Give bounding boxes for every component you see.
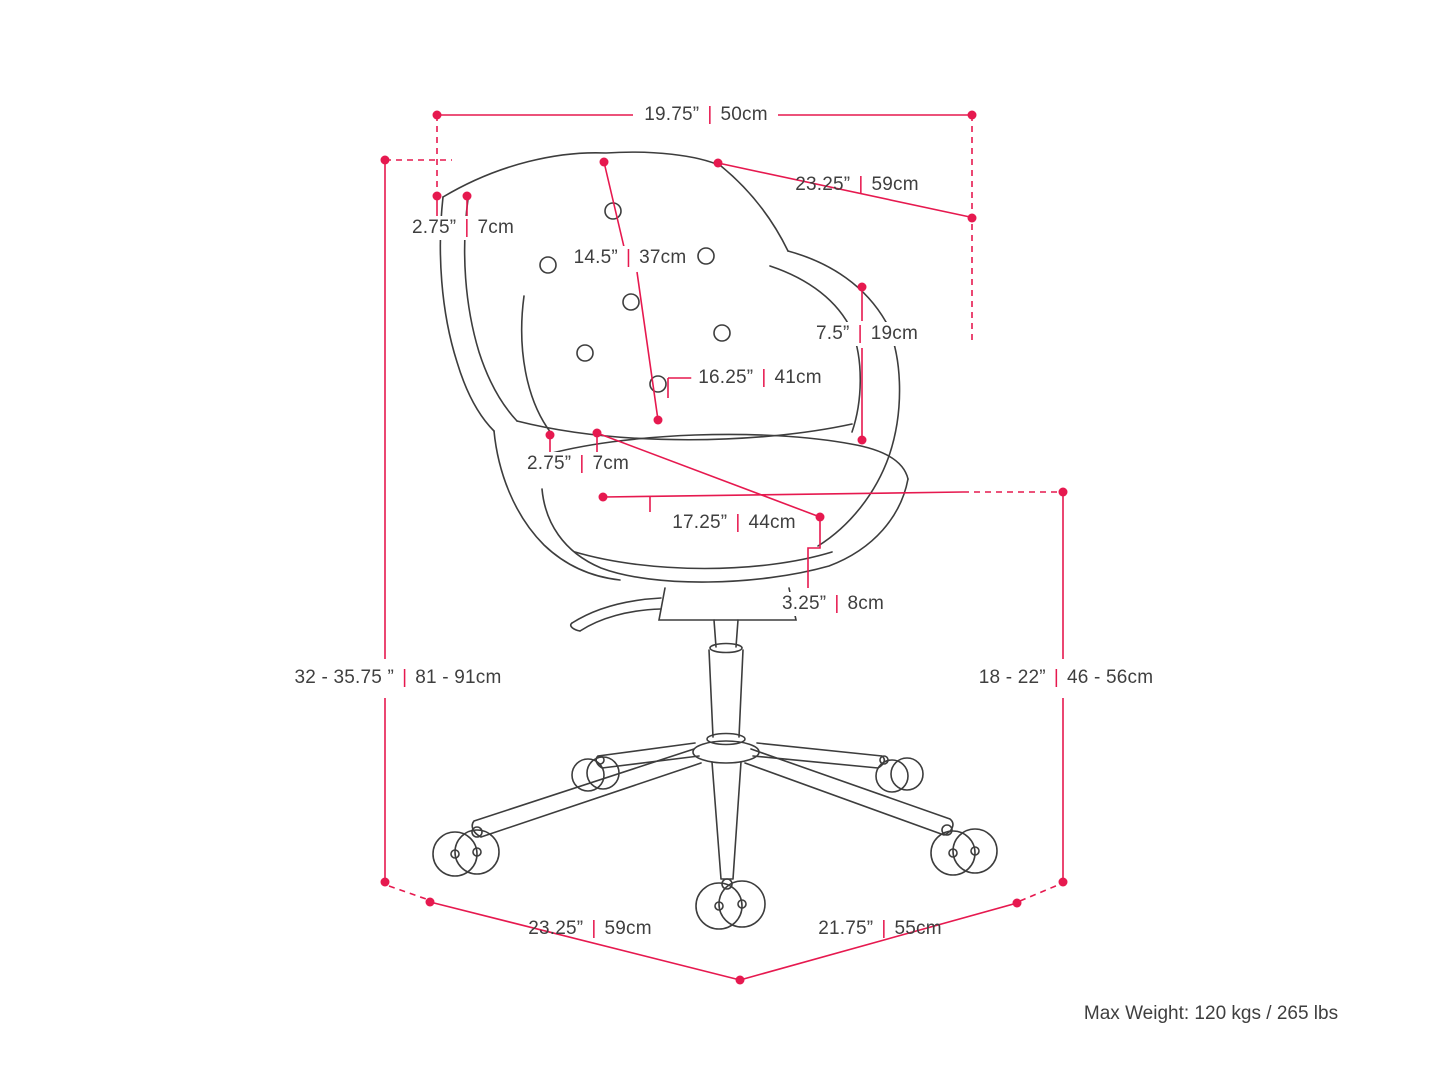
dim-top-width-lines <box>432 110 977 212</box>
chair-tufting-buttons <box>539 202 731 393</box>
dim-cm-value: 59cm <box>604 918 652 939</box>
chair-gas-lift <box>706 619 746 746</box>
dim-back-side-thickness-label: 2.75” | 7cm <box>405 216 521 240</box>
dim-overall-height-label: 32 - 35.75 ” | 81 - 91cm <box>287 666 509 690</box>
separator: | <box>881 918 887 939</box>
dim-cm-value: 81 - 91cm <box>415 667 502 688</box>
dim-cm-value: 46 - 56cm <box>1066 667 1154 688</box>
chair-seat <box>540 433 909 583</box>
dim-inches-value: 7.5” <box>816 323 850 344</box>
dim-cm-value: 8cm <box>847 593 884 614</box>
dim-base-depth-label: 21.75” | 55cm <box>811 917 948 941</box>
separator: | <box>1053 667 1059 688</box>
chair-line-drawing <box>432 151 998 930</box>
dim-inches-value: 32 - 35.75 ” <box>294 667 395 688</box>
dim-cm-value: 37cm <box>639 247 687 268</box>
chair-tilt-mechanism <box>569 587 797 632</box>
dim-inches-value: 21.75” <box>818 918 874 939</box>
dim-cm-value: 44cm <box>748 512 796 533</box>
separator: | <box>858 174 864 195</box>
dim-seat-cushion-thickness-lines <box>545 428 602 452</box>
dim-backrest-length-label: 14.5” | 37cm <box>566 246 694 270</box>
dim-seat-width-label: 16.25” | 41cm <box>691 366 829 390</box>
separator: | <box>625 247 632 268</box>
dim-cm-value: 7cm <box>477 217 514 238</box>
dim-inches-value: 2.75” <box>527 453 572 474</box>
dim-base-depth-lines <box>739 898 1022 981</box>
dim-inches-value: 17.25” <box>672 512 728 533</box>
dim-seat-depth-lines <box>598 491 964 512</box>
dim-seat-depth-label: 17.25” | 44cm <box>665 511 803 535</box>
dim-cm-value: 59cm <box>871 174 919 195</box>
separator: | <box>707 104 713 125</box>
separator: | <box>579 453 585 474</box>
dim-backrest-length-lines <box>599 157 663 425</box>
dim-seat-height-label: 18 - 22” | 46 - 56cm <box>971 666 1161 690</box>
dim-inches-value: 19.75” <box>644 104 700 125</box>
dim-cm-value: 19cm <box>870 323 918 344</box>
dim-base-width-label: 23.25” | 59cm <box>521 917 658 941</box>
dim-inches-value: 18 - 22” <box>978 667 1046 688</box>
dimension-lines <box>380 110 1068 985</box>
dim-back-side-thickness-lines <box>432 191 472 216</box>
dim-inches-value: 23.25” <box>795 174 851 195</box>
dim-inches-value: 3.25” <box>782 593 827 614</box>
dim-overall-height-lines <box>380 155 452 900</box>
dim-inches-value: 23.25” <box>528 918 584 939</box>
separator: | <box>735 512 741 533</box>
dim-seat-cushion-thickness-label: 2.75” | 7cm <box>520 452 636 476</box>
dim-seat-edge-thickness-label: 3.25” | 8cm <box>775 592 891 616</box>
separator: | <box>761 367 767 388</box>
separator: | <box>857 323 863 344</box>
max-weight-note: Max Weight: 120 kgs / 265 lbs <box>1083 1003 1339 1024</box>
dim-seat-edge-thickness-lines <box>807 512 825 588</box>
dim-cm-value: 55cm <box>894 918 942 939</box>
dim-back-width-lines <box>713 158 977 342</box>
dim-cm-value: 50cm <box>720 104 768 125</box>
separator: | <box>402 667 408 688</box>
dim-inches-value: 2.75” <box>412 217 457 238</box>
dim-armrest-height-lines <box>857 282 867 445</box>
separator: | <box>834 593 840 614</box>
dim-armrest-height-label: 7.5” | 19cm <box>809 322 925 346</box>
dim-cm-value: 7cm <box>592 453 629 474</box>
chair-casters <box>432 755 998 930</box>
dim-inches-value: 16.25” <box>698 367 754 388</box>
dim-top-width-label: 19.75” | 50cm <box>637 103 775 127</box>
separator: | <box>591 918 597 939</box>
dim-cm-value: 41cm <box>774 367 822 388</box>
dim-inches-value: 14.5” <box>573 247 618 268</box>
dim-back-width-label: 23.25” | 59cm <box>788 173 925 197</box>
dim-seat-height-lines <box>963 487 1068 902</box>
separator: | <box>464 217 470 238</box>
